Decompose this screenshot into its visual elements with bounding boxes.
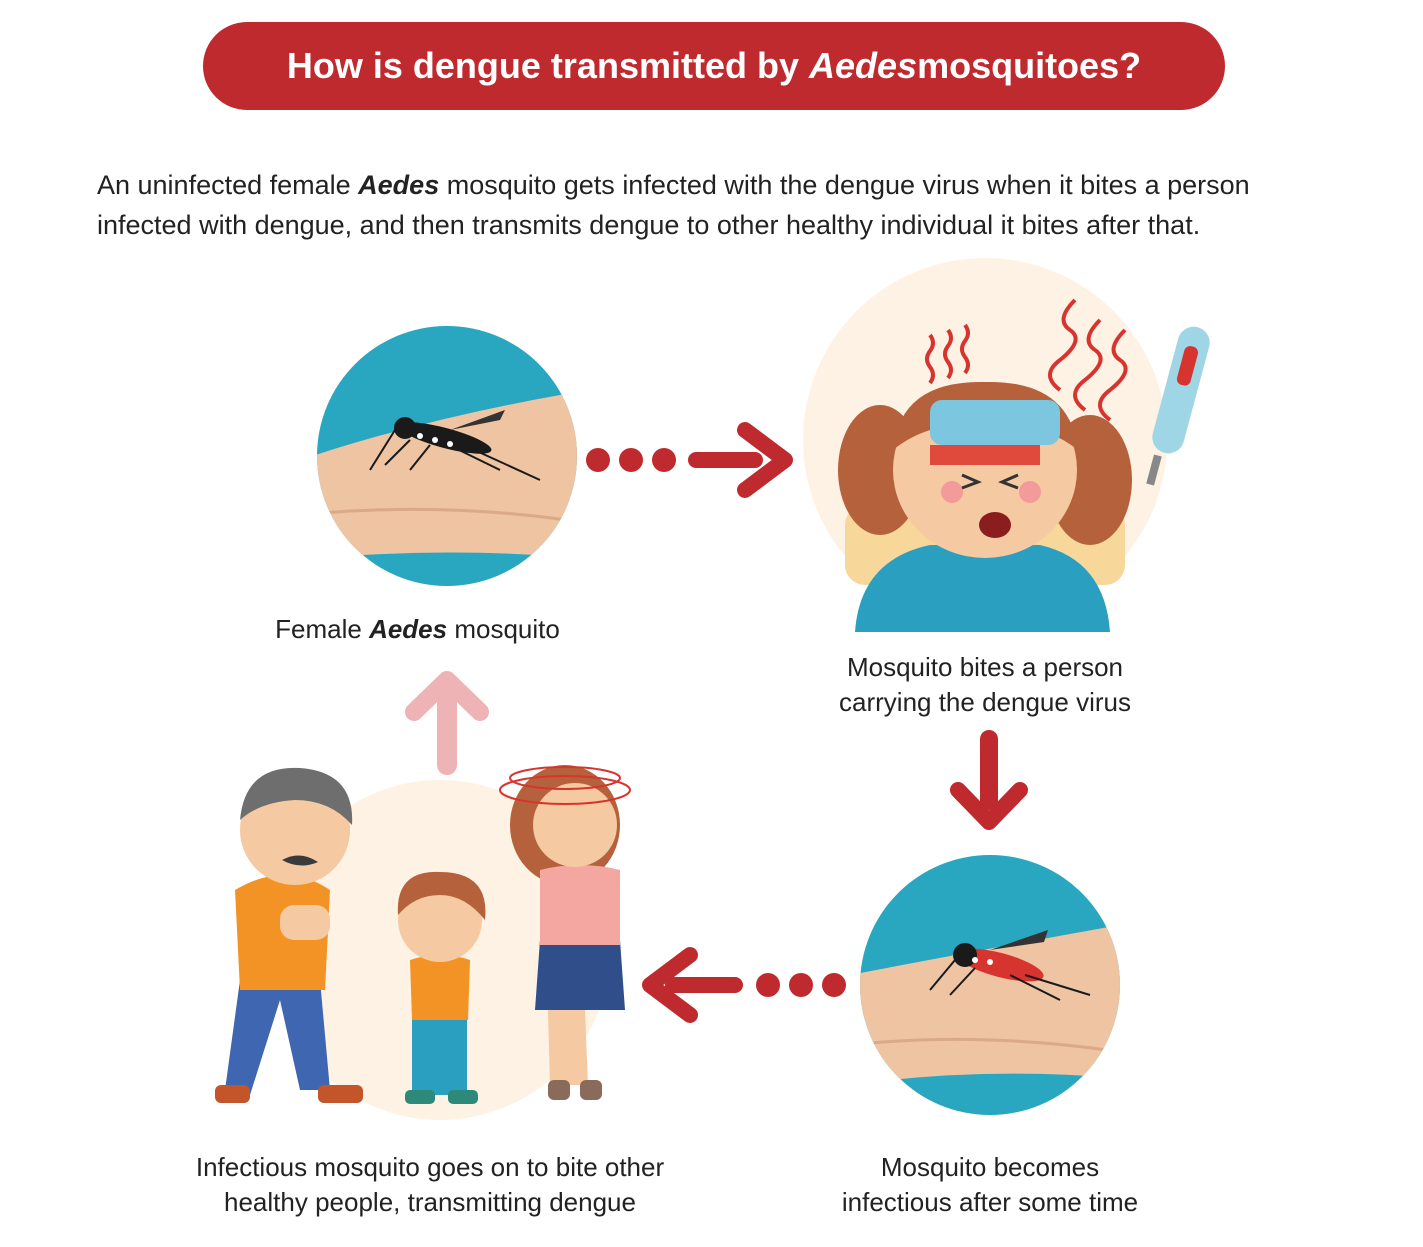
step-1-label: Female Aedes mosquito [230,612,605,647]
step-4-line-2: healthy people, transmitting dengue [224,1187,636,1217]
arrow-left-icon [642,947,846,1023]
step-2-label: Mosquito bites a person carrying the den… [770,650,1200,720]
sick-man-icon [215,767,363,1103]
step-1-text-italic: Aedes [369,614,448,644]
infectious-mosquito-on-arm-icon [860,855,1120,1115]
mosquito-on-arm-icon [317,326,577,586]
sick-girl-icon [803,258,1210,632]
intro-text-start: An uninfected female [97,170,359,200]
mosquito-icon [369,410,541,481]
sick-woman-icon [499,765,631,1100]
title-text-start: How is dengue transmitted by [286,45,799,86]
step-3-line-2: infectious after some time [841,1187,1139,1217]
mosquito-icon [929,930,1091,1001]
intro-text-italic: Aedes [358,170,440,200]
step-2-line-2: carrying the dengue virus [839,687,1131,717]
arrow-down-icon [950,730,1028,830]
sick-family-icon [215,765,631,1120]
step-3-label: Mosquito becomes infectious after some t… [790,1150,1190,1220]
sick-boy-icon [397,871,486,1104]
step-1-text-end: mosquito [447,614,560,644]
step-3-line-1: Mosquito becomes [880,1152,1100,1182]
intro-text-end: mosquito gets infected with the dengue v… [97,170,1250,240]
title-text-end: mosquitoes? [917,45,1142,86]
title-banner: How is dengue transmitted by Aedes mosqu… [203,22,1225,110]
step-4-line-1: Infectious mosquito goes on to bite othe… [195,1152,665,1182]
step-2-line-1: Mosquito bites a person [846,652,1124,682]
step-4-label: Infectious mosquito goes on to bite othe… [120,1150,740,1220]
intro-paragraph: An uninfected female Aedes mosquito gets… [97,165,1337,245]
thermometer-icon [1146,326,1210,486]
title-text-italic: Aedes [809,45,918,86]
arrow-up-icon [405,671,489,775]
arrow-right-icon [586,422,793,498]
step-1-text-start: Female [275,614,370,644]
